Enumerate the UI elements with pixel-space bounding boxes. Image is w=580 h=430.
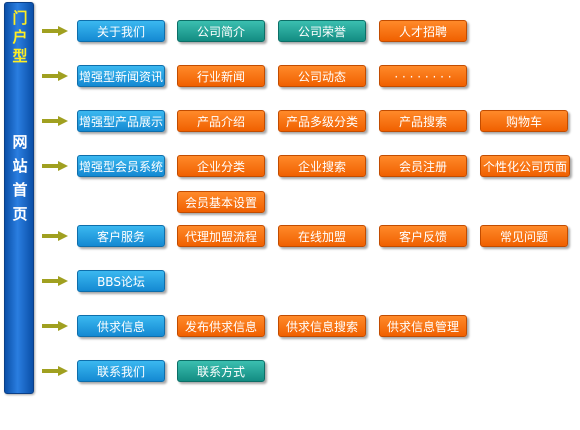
node-recruitment: 人才招聘 [379,20,467,42]
node-products: 增强型产品展示 [77,110,165,132]
node-industry-news: 行业新闻 [177,65,265,87]
arrow-icon [42,276,68,286]
sidebar-char: 网 [12,133,28,151]
sidebar-char: 页 [12,205,28,223]
sidebar-title-portal: 门 户 型 [5,9,35,66]
node-product-intro: 产品介绍 [177,110,265,132]
arrow-icon [42,231,68,241]
sidebar-char: 首 [12,181,28,199]
node-personal-company-page: 个性化公司页面 [480,155,570,177]
node-members: 增强型会员系统 [77,155,165,177]
node-member-settings: 会员基本设置 [177,191,265,213]
node-publish-supply-demand: 发布供求信息 [177,315,265,337]
node-supply-demand: 供求信息 [77,315,165,337]
node-shopping-cart: 购物车 [480,110,568,132]
node-more: · · · · · · · · [379,65,467,87]
sidebar-char: 门 [12,9,28,27]
arrow-icon [42,321,68,331]
sidebar-char: 站 [12,157,28,175]
node-bbs-forum: BBS论坛 [77,270,165,292]
arrow-icon [42,116,68,126]
node-agency-process: 代理加盟流程 [177,225,265,247]
node-faq: 常见问题 [480,225,568,247]
node-member-register: 会员注册 [379,155,467,177]
sidebar-portal-homepage: 门 户 型 网 站 首 页 [4,2,34,394]
arrow-icon [42,366,68,376]
arrow-icon [42,71,68,81]
node-company-honors: 公司荣誉 [278,20,366,42]
sidebar-char: 户 [12,28,28,46]
node-about-us: 关于我们 [77,20,165,42]
node-online-join: 在线加盟 [278,225,366,247]
node-company-news: 公司动态 [278,65,366,87]
node-contact-us: 联系我们 [77,360,165,382]
arrow-icon [42,26,68,36]
node-search-supply-demand: 供求信息搜索 [278,315,366,337]
node-news: 增强型新闻资讯 [77,65,165,87]
node-product-search: 产品搜索 [379,110,467,132]
node-contact-info: 联系方式 [177,360,265,382]
node-customer-feedback: 客户反馈 [379,225,467,247]
node-enterprise-categories: 企业分类 [177,155,265,177]
node-manage-supply-demand: 供求信息管理 [379,315,467,337]
node-customer-service: 客户服务 [77,225,165,247]
sidebar-char: 型 [12,47,28,65]
sidebar-title-homepage: 网 站 首 页 [5,133,35,224]
arrow-icon [42,161,68,171]
node-product-categories: 产品多级分类 [278,110,366,132]
node-company-profile: 公司简介 [177,20,265,42]
node-enterprise-search: 企业搜索 [278,155,366,177]
